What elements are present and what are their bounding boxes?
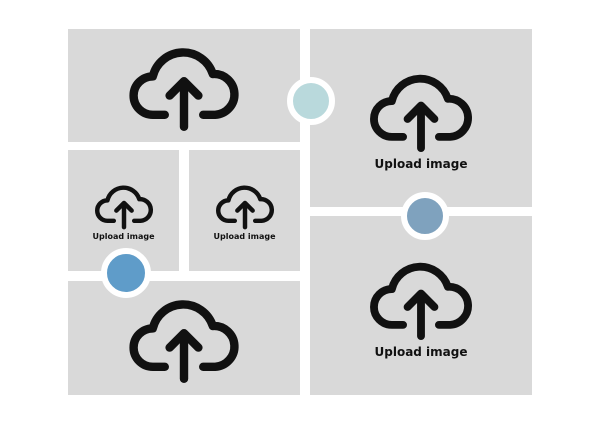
upload-slot-small-right[interactable]: Upload image [189, 150, 300, 271]
upload-slot-bottom-right[interactable]: Upload image [310, 216, 532, 395]
upload-image-label: Upload image [213, 232, 276, 241]
cloud-upload-icon [124, 290, 244, 386]
upload-slot-bottom-left[interactable] [68, 281, 300, 395]
cloud-upload-icon [213, 180, 277, 231]
upload-slot-top-left[interactable] [68, 29, 300, 142]
cloud-upload-icon [365, 253, 477, 343]
upload-image-label: Upload image [374, 344, 468, 359]
upload-image-label: Upload image [92, 232, 155, 241]
decorative-dot-blue [101, 248, 151, 298]
decorative-dot-steel [401, 192, 449, 240]
cloud-upload-icon [365, 65, 477, 155]
cloud-upload-icon [124, 38, 244, 134]
upload-slot-top-right[interactable]: Upload image [310, 29, 532, 207]
upload-image-label: Upload image [374, 157, 468, 171]
cloud-upload-icon [92, 180, 156, 231]
decorative-dot-teal [287, 77, 335, 125]
